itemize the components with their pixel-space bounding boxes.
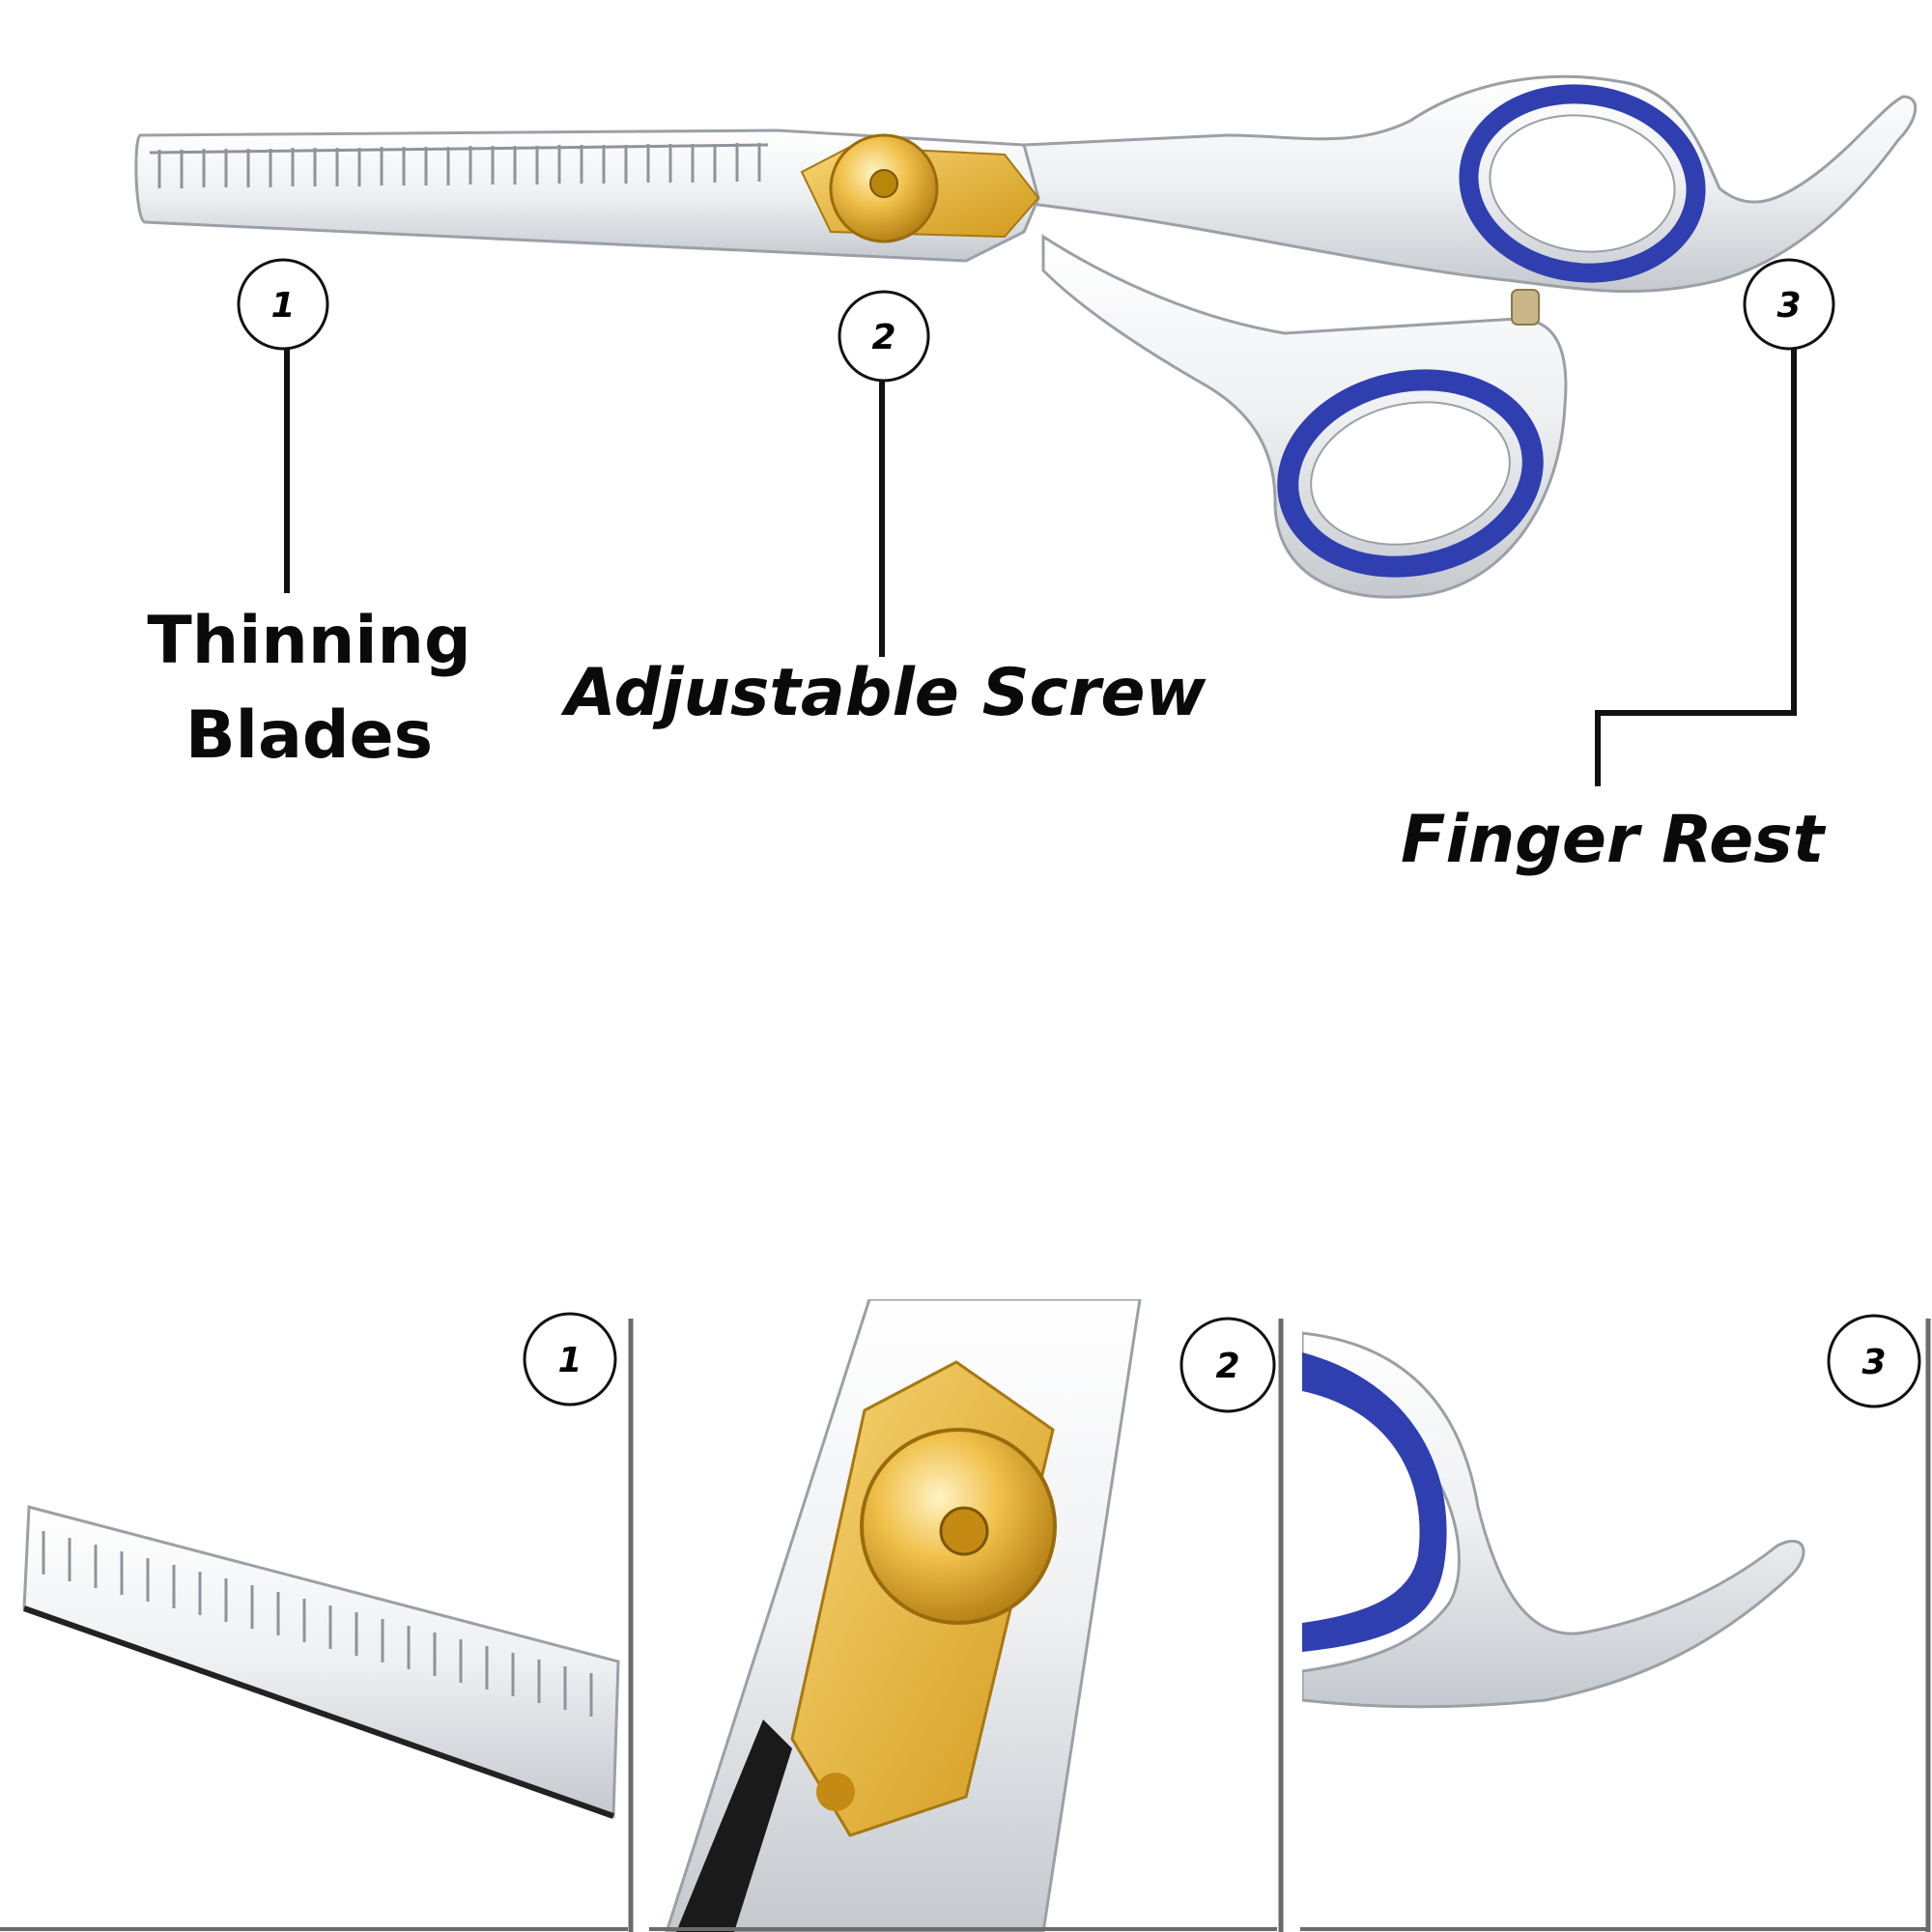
detail-number-3: 3 xyxy=(1861,1343,1886,1382)
callout-number-2: 2 xyxy=(871,318,895,357)
detail-circle-1 xyxy=(523,1312,617,1406)
callout-1: 1 xyxy=(237,258,329,593)
label-finger-rest: Finger Rest xyxy=(1401,802,1825,878)
detail-circle-3 xyxy=(1827,1314,1921,1408)
detail-number-2: 2 xyxy=(1215,1347,1239,1386)
label-thinning-blades: Thinning Blades xyxy=(145,594,473,783)
detail-finger-rest xyxy=(1302,1331,1805,1709)
label-thinning-blades-line-1: Thinning xyxy=(147,603,471,679)
thinning-blade xyxy=(134,128,1040,263)
upper-finger-ring xyxy=(1459,84,1706,283)
label-adjustable-screw: Adjustable Screw xyxy=(565,655,1207,731)
leader-line-3 xyxy=(1595,349,1797,786)
detail-panel-2: 2 xyxy=(649,1299,1284,1932)
callout-2: 2 xyxy=(838,290,930,657)
callout-3: 3 xyxy=(1595,258,1835,786)
detail-panel-1: 1 xyxy=(22,1312,634,1932)
blade-teeth xyxy=(149,143,769,188)
callout-circle-3 xyxy=(1743,258,1835,351)
detail-blade xyxy=(22,1505,620,1819)
lower-finger-ring xyxy=(1277,369,1544,578)
detail-number-1: 1 xyxy=(557,1341,582,1380)
scissors-illustration xyxy=(134,74,1918,599)
label-thinning-blades-line-2: Blades xyxy=(185,697,434,774)
detail-circle-2 xyxy=(1179,1317,1276,1413)
detail-panel-3: 3 xyxy=(1300,1314,1931,1932)
detail-ring-blue xyxy=(1302,1352,1447,1652)
pivot-cap xyxy=(1511,289,1540,326)
callout-number-1: 1 xyxy=(270,286,295,326)
callout-circle-1 xyxy=(237,258,329,351)
callout-number-3: 3 xyxy=(1776,286,1801,326)
